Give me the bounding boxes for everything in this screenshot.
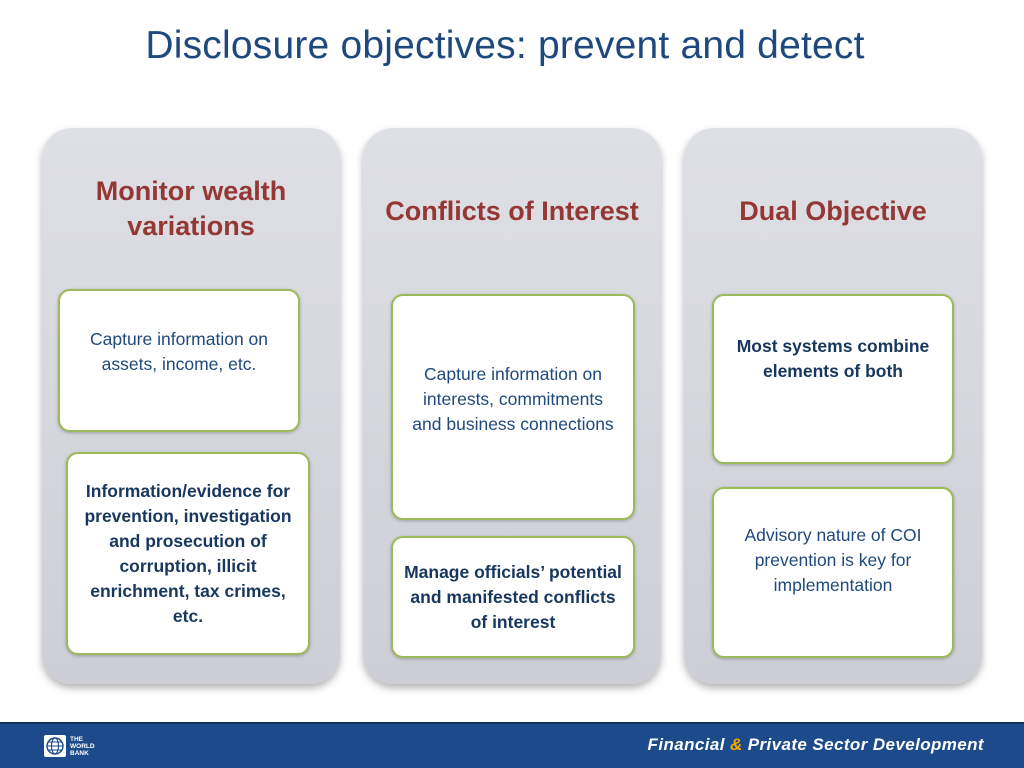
card-advisory-nature: Advisory nature of COI prevention is key…	[712, 487, 954, 658]
card-manage-conflicts: Manage officials’ potential and manifest…	[391, 536, 635, 658]
slide-title: Disclosure objectives: prevent and detec…	[145, 24, 865, 67]
card-prevention-evidence: Information/evidence for prevention, inv…	[66, 452, 310, 655]
column-monitor-wealth: Monitor wealth variations Capture inform…	[42, 128, 340, 684]
footer-text-ampersand: &	[729, 735, 743, 754]
world-bank-globe-icon	[44, 735, 66, 757]
column-heading: Dual Objective	[739, 196, 927, 226]
footer-text-financial: Financial	[647, 735, 725, 754]
column-heading: Monitor wealth variations	[95, 176, 287, 241]
card-capture-assets: Capture information on assets, income, e…	[58, 289, 300, 432]
column-dual-objective: Dual Objective Most systems combine elem…	[684, 128, 982, 684]
card-combine-elements: Most systems combine elements of both	[712, 294, 954, 464]
footer-tagline: Financial & Private Sector Development	[648, 735, 984, 755]
world-bank-logo-text: THE WORLD BANK	[70, 735, 95, 757]
column-conflicts-of-interest: Conflicts of Interest Capture informatio…	[363, 128, 661, 684]
card-capture-interests: Capture information on interests, commit…	[391, 294, 635, 520]
column-heading: Conflicts of Interest	[385, 196, 639, 226]
footer-text-psd: Private Sector Development	[747, 735, 984, 754]
world-bank-logo: THE WORLD BANK	[44, 735, 98, 757]
footer-bar: THE WORLD BANK Financial & Private Secto…	[0, 722, 1024, 768]
